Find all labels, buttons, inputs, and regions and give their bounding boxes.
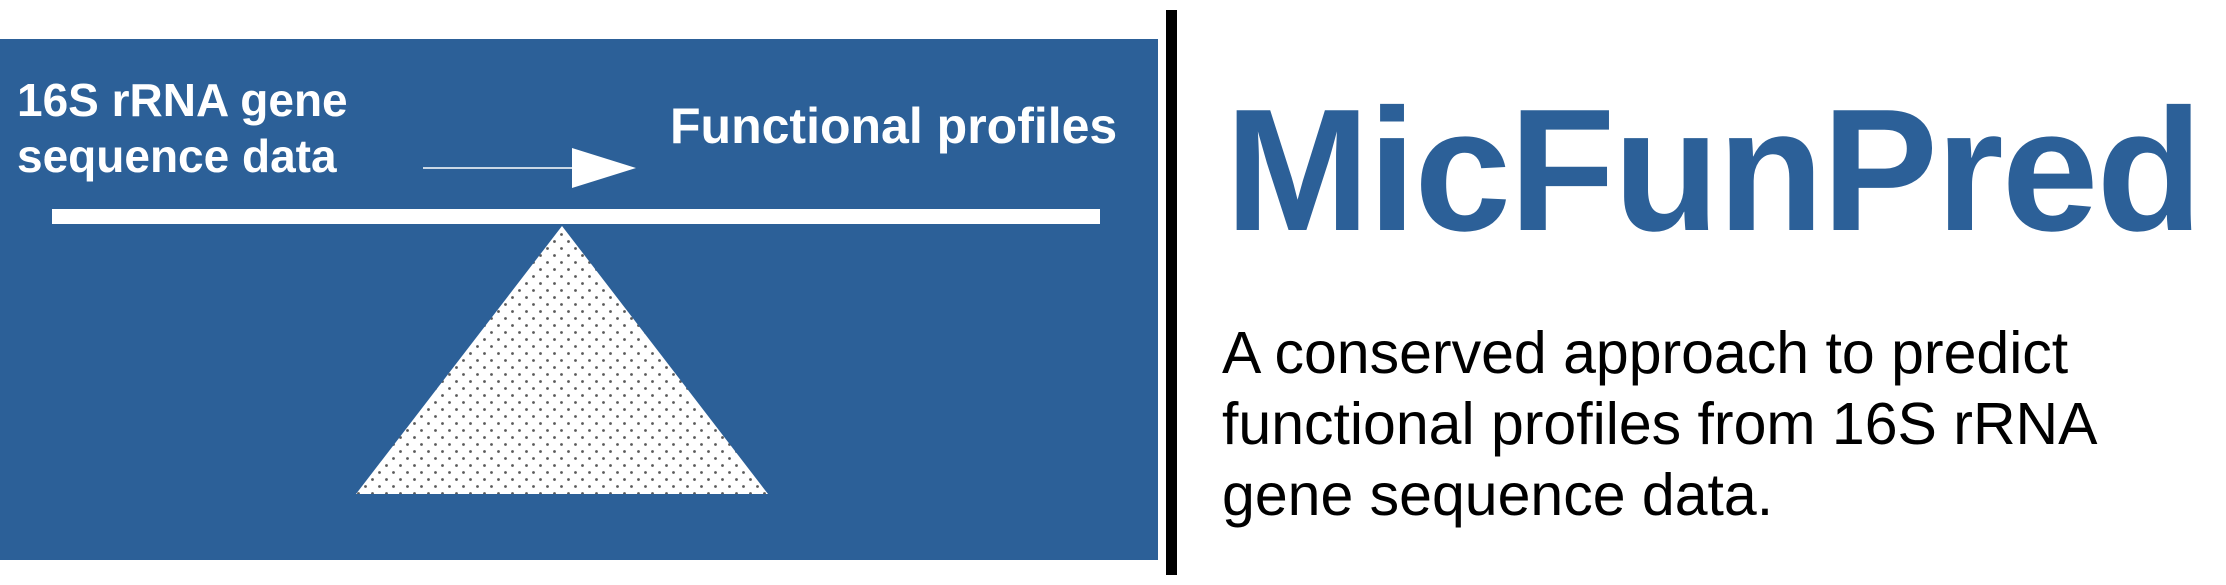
input-label: 16S rRNA gene sequence data bbox=[17, 74, 348, 182]
vertical-divider bbox=[1166, 10, 1177, 575]
tagline: A conserved approach to predict function… bbox=[1222, 320, 2095, 528]
right-arrow-icon bbox=[423, 148, 636, 188]
balance-beam bbox=[52, 209, 1100, 224]
fulcrum-triangle bbox=[356, 226, 768, 494]
output-label: Functional profiles bbox=[670, 98, 1118, 154]
brand-title: MicFunPred bbox=[1225, 72, 2203, 267]
